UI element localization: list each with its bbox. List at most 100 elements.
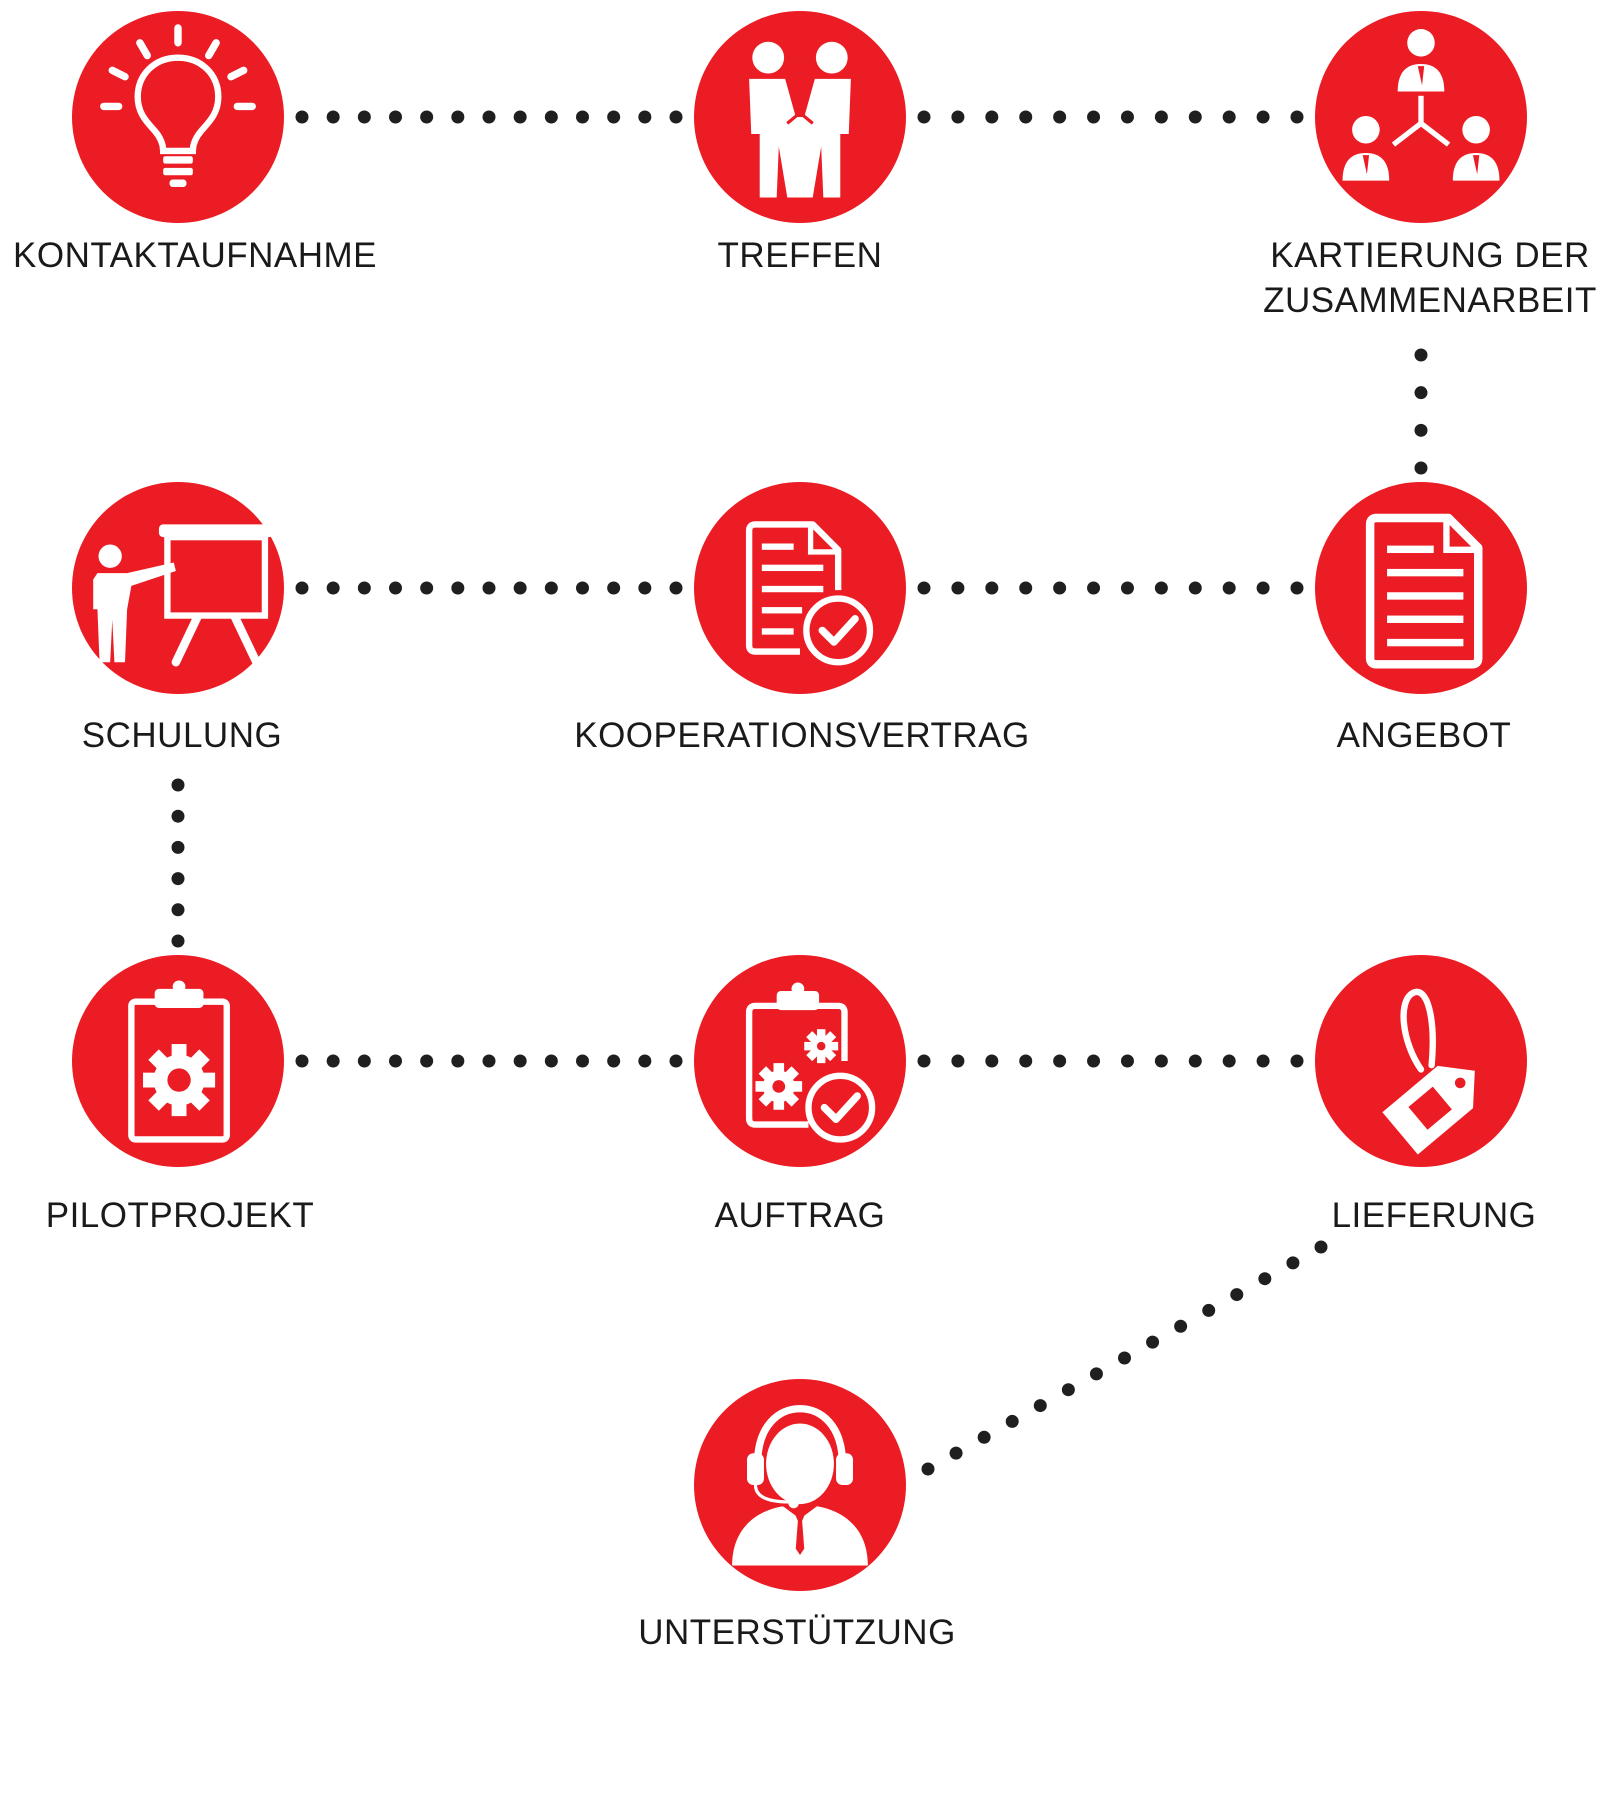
headset-support-icon [732,1404,868,1566]
connector-dot [420,1054,434,1068]
connector-dot [638,1054,652,1068]
step-label: ANGEBOT [1144,713,1600,758]
connector-dot [1154,1054,1168,1068]
connector-dot [1087,1054,1101,1068]
step-label-line: KARTIERUNG DER [1270,236,1590,275]
connector-dot [607,1054,621,1068]
connector-dot [985,581,999,595]
connector-dot [171,903,185,917]
connector-dot [544,1054,558,1068]
connector-dot [951,581,965,595]
connector-dot [1230,1288,1244,1302]
lightbulb-icon [100,24,256,187]
connector-dot [985,110,999,124]
connector-dot [1256,1054,1270,1068]
connector-dot [638,581,652,595]
connector-dot [638,110,652,124]
connector-schulung-pilotprojekt [171,778,185,948]
connector-dot [420,110,434,124]
step-label-line: ANGEBOT [1336,716,1512,755]
connector-dot [513,110,527,124]
connector-dot [482,110,496,124]
connector-dot [1174,1319,1188,1333]
connector-dot [482,1054,496,1068]
connector-dot [1154,110,1168,124]
step-label-line: KOOPERATIONSVERTRAG [574,716,1030,755]
connector-kontaktaufnahme-treffen [295,110,683,124]
step-label: UNTERSTÜTZUNG [517,1610,1077,1655]
connector-dot [1061,1383,1075,1397]
connector-dot [1146,1335,1160,1349]
step-label: KARTIERUNG DER ZUSAMMENARBEIT [1150,233,1600,323]
connector-dot [1188,581,1202,595]
step-label: PILOTPROJEKT [0,1193,460,1238]
connector-dot [1019,110,1033,124]
connector-dot [1120,1054,1134,1068]
connector-dot [1033,1399,1047,1413]
step-circle [1315,482,1527,694]
tag-icon [1382,988,1475,1155]
step-label-line: TREFFEN [717,236,883,275]
connector-dot [1286,1256,1300,1270]
connector-dot [1222,1054,1236,1068]
connector-dot [171,840,185,854]
connector-dot [951,1054,965,1068]
connector-dot [451,581,465,595]
connector-dot [1087,110,1101,124]
connector-pilotprojekt-auftrag [295,1054,683,1068]
connector-dot [389,110,402,124]
connector-auftrag-lieferung [917,1054,1304,1068]
connector-dot [576,581,589,595]
connector-dot [1005,1414,1019,1428]
document-check-icon [745,521,874,666]
connector-dot [576,110,589,124]
connector-dot [451,1054,465,1068]
connector-dot [451,110,465,124]
connector-dot [669,581,683,595]
connector-dot [326,581,340,595]
connector-dot [1089,1367,1103,1381]
connector-dot [1290,1054,1304,1068]
handshake-icon [749,41,851,198]
connector-dot [607,110,621,124]
connector-dot [1053,110,1067,124]
connector-dot [1053,1054,1067,1068]
connector-dot [357,110,371,124]
step-label-line: PILOTPROJEKT [45,1196,315,1235]
connector-dot [1290,110,1304,124]
presentation-icon [93,524,274,667]
connector-dot [295,110,309,124]
connector-dot [1414,386,1428,400]
connector-dot [326,1054,340,1068]
step-label: AUFTRAG [520,1193,1080,1238]
connector-dot [513,581,527,595]
connector-kooperationsvertrag-schulung [295,581,683,595]
connector-dot [1118,1351,1131,1365]
step-label-line: UNTERSTÜTZUNG [638,1613,956,1652]
connector-dot [1019,581,1033,595]
connector-dot [921,1462,935,1476]
connector-dot [171,809,185,823]
step-circle [1315,11,1527,223]
step-label-line: AUFTRAG [714,1196,886,1235]
document-icon [1365,513,1483,669]
connector-dot [389,1054,402,1068]
step-label-line: ZUSAMMENARBEIT [1263,281,1597,320]
connector-dot [1256,110,1270,124]
connector-dot [1256,581,1270,595]
connector-dot [1154,581,1168,595]
step-label: LIEFERUNG [1154,1193,1600,1238]
connector-dot [917,110,931,124]
connector-dot [1120,110,1134,124]
step-circle [72,482,284,694]
connector-dot [1188,1054,1202,1068]
step-circle [694,482,906,694]
connector-dot [171,778,185,792]
team-hierarchy-icon [1342,29,1500,181]
connector-dot [917,1054,931,1068]
connector-dot [544,110,558,124]
connector-dot [1258,1272,1272,1286]
step-label-line: LIEFERUNG [1331,1196,1537,1235]
step-circle [1315,955,1527,1167]
